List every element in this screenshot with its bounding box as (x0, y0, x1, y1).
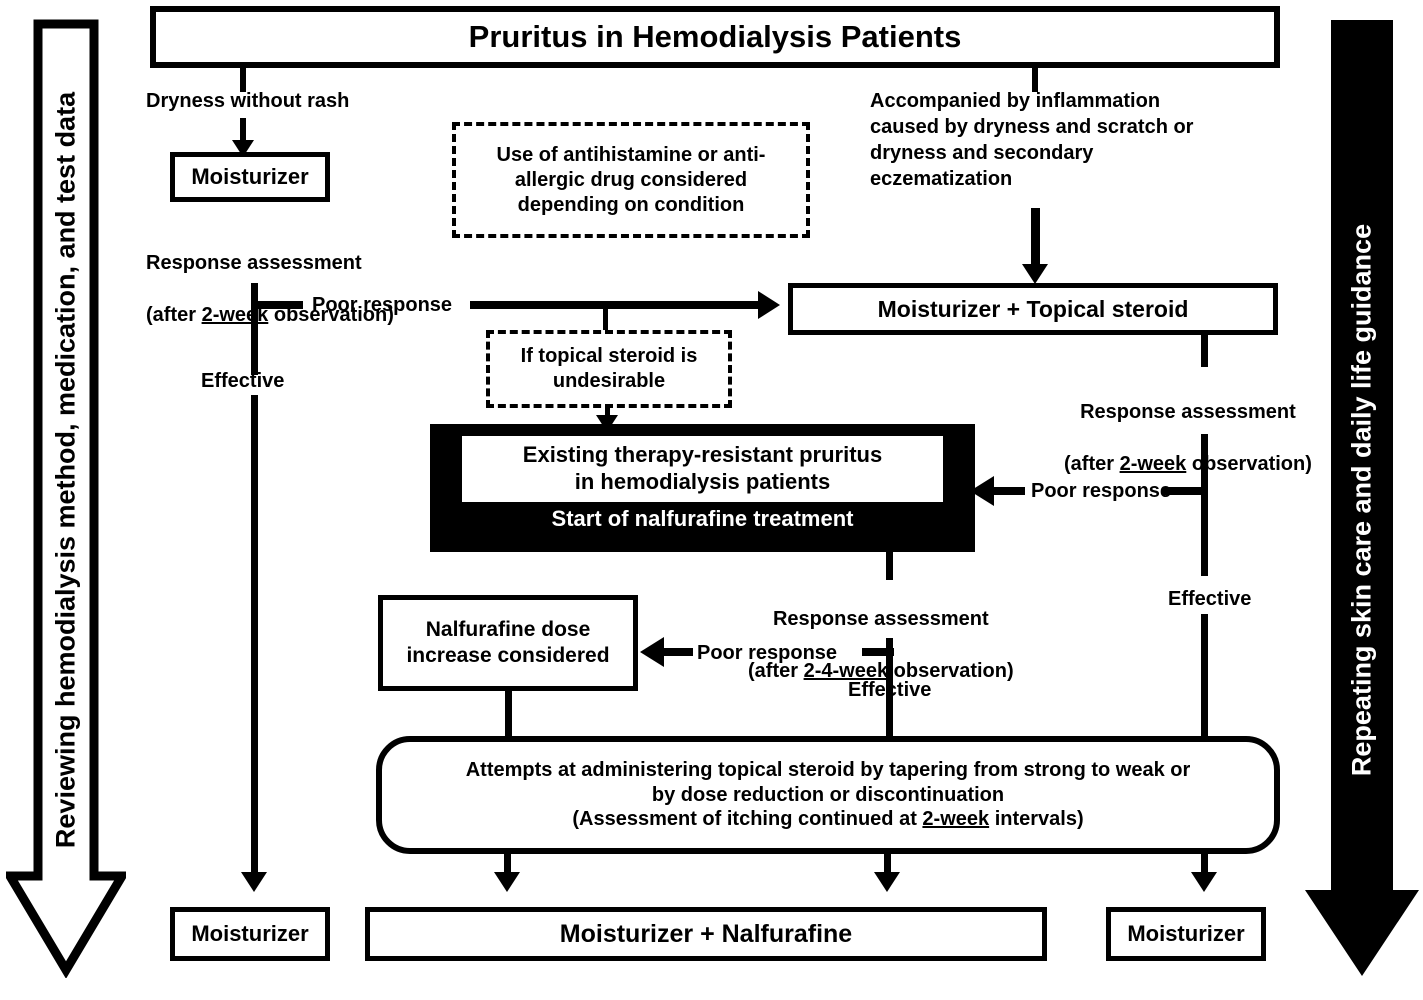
mid-response-assessment: Response assessment (after 2-4-week obse… (748, 580, 1014, 684)
node-moisturizer-topical-steroid: Moisturizer + Topical steroid (788, 283, 1278, 335)
arrowhead-bottom-moisturizer-left (241, 872, 267, 892)
left-assessment-underline: 2-week (201, 304, 269, 326)
arrowhead-bottom-moisturizer-right (1191, 872, 1217, 892)
arrowhead-to-moisturizer-steroid (758, 291, 780, 319)
label-poor-response-mid: Poor response (697, 642, 838, 664)
footer-part-c: intervals (909, 998, 997, 1000)
connector-title-to-right (1032, 68, 1038, 92)
tapering-line1: Attempts at administering topical steroi… (465, 759, 1191, 782)
node-bottom-moisturizer-left: Moisturizer (170, 907, 330, 961)
connector-effective-left-down (251, 395, 258, 879)
label-poor-response-left: Poor response (312, 294, 453, 316)
connector-right-assessment-down (1201, 434, 1208, 576)
left-assessment-line1: Response assessment (146, 252, 362, 274)
connector-note-steroid-to-blackbox (605, 408, 610, 420)
connector-mid-assessment-down (886, 638, 893, 738)
footer-part-a: Subsequent assessment of itching made at (426, 998, 843, 1000)
nalfurafine-dose-line2: increase considered (406, 644, 610, 667)
connector-poor-response-mid-to-dose (663, 648, 693, 656)
page-title: Pruritus in Hemodialysis Patients (150, 6, 1280, 68)
mid-assessment-line1: Response assessment (772, 608, 989, 630)
nalfurafine-start-line2: in hemodialysis patients (574, 469, 831, 494)
mid-assessment-line2a: (after (748, 660, 804, 682)
tapering-line3-c: intervals) (989, 808, 1084, 831)
tapering-line3-underline: 2-week (922, 808, 990, 831)
arrowhead-right-condition (1022, 264, 1048, 284)
right-response-assessment: Response assessment (after 2-week observ… (1064, 373, 1312, 477)
connector-steroid-stem (1201, 335, 1208, 367)
tapering-line3-a: (Assessment of itching continued at (572, 808, 923, 831)
mid-assessment-underline: 2-4-week (803, 660, 889, 682)
note-steroid-undesirable: If topical steroid is undesirable (486, 330, 732, 408)
right-assessment-line2c: observation) (1186, 453, 1312, 475)
node-bottom-moisturizer-right: Moisturizer (1106, 907, 1266, 961)
tapering-line3: (Assessment of itching continued at 2-we… (572, 807, 1083, 831)
footer-note: Subsequent assessment of itching made at… (0, 970, 1423, 1000)
left-assessment-line2c: observation) (268, 304, 394, 326)
connector-left-assessment-stem (251, 283, 258, 375)
mid-assessment-line2c: observation) (888, 660, 1014, 682)
connector-poor-response-left-to-steroid (470, 301, 760, 309)
connector-right-condition-to-steroid (1031, 208, 1040, 268)
footer-underline: 4-week (843, 998, 910, 1000)
note-steroid-line1: If topical steroid is (520, 345, 698, 367)
node-nalfurafine-dose-increase: Nalfurafine dose increase considered (378, 595, 638, 691)
note-antihistamine-line3: depending on condition (517, 193, 745, 216)
connector-right-poor-response-tee (1163, 487, 1208, 495)
connector-mid-poor-response-tee (862, 648, 894, 656)
node-moisturizer-left: Moisturizer (170, 152, 330, 202)
right-assessment-line2a: (after (1064, 453, 1120, 475)
nalfurafine-start-line1: Existing therapy-resistant pruritus (522, 442, 883, 468)
connector-poor-response-to-note-steroid (603, 303, 608, 331)
connector-tapering-down-right (884, 854, 891, 880)
node-tapering-attempts: Attempts at administering topical steroi… (376, 736, 1280, 854)
note-steroid-line2: undesirable (552, 370, 666, 392)
right-process-arrow (1303, 18, 1421, 980)
note-antihistamine-line2: allergic drug considered (514, 168, 748, 191)
connector-left-poor-response-tee (251, 301, 303, 309)
arrowhead-to-nalfurafine-dose (640, 637, 664, 667)
right-branch-condition: Accompanied by inflammation caused by dr… (870, 90, 1194, 190)
label-effective-mid: Effective (848, 679, 932, 701)
left-arrow-shape (2, 19, 130, 979)
right-assessment-underline: 2-week (1119, 453, 1187, 475)
note-antihistamine: Use of antihistamine or anti- allergic d… (452, 122, 810, 238)
arrowhead-tapering-down-left (494, 872, 520, 892)
right-assessment-line1: Response assessment (1080, 401, 1296, 423)
nalfurafine-start-inner: Existing therapy-resistant pruritus in h… (462, 436, 943, 502)
connector-blackbox-stem (886, 552, 893, 580)
left-response-assessment: Response assessment (after 2-week observ… (146, 224, 394, 328)
label-effective-left: Effective (201, 370, 285, 392)
connector-dryness-to-moisturizer (240, 118, 246, 144)
node-nalfurafine-start: Existing therapy-resistant pruritus in h… (430, 424, 975, 552)
nalfurafine-dose-line1: Nalfurafine dose (425, 618, 591, 642)
label-effective-right: Effective (1168, 588, 1252, 610)
connector-poor-response-right-to-blackbox (993, 487, 1025, 495)
nalfurafine-start-line3: Start of nalfurafine treatment (551, 506, 854, 531)
connector-title-to-left (240, 68, 246, 92)
tapering-line2: by dose reduction or discontinuation (651, 783, 1005, 806)
connector-tapering-down-left (504, 854, 511, 880)
right-arrow-label: Repeating skin care and daily life guida… (1346, 223, 1377, 777)
left-process-arrow (2, 18, 130, 979)
left-arrow-label: Reviewing hemodialysis method, medicatio… (50, 91, 81, 849)
left-assessment-line2a: (after (146, 304, 202, 326)
arrowhead-tapering-down-right (874, 872, 900, 892)
node-bottom-moisturizer-nalfurafine: Moisturizer + Nalfurafine (365, 907, 1047, 961)
left-branch-condition: Dryness without rash (146, 90, 350, 112)
connector-dose-to-tapering (505, 691, 512, 739)
note-antihistamine-line1: Use of antihistamine or anti- (496, 143, 766, 166)
right-arrow-shape (1305, 20, 1419, 976)
label-poor-response-right: Poor response (1031, 480, 1172, 502)
